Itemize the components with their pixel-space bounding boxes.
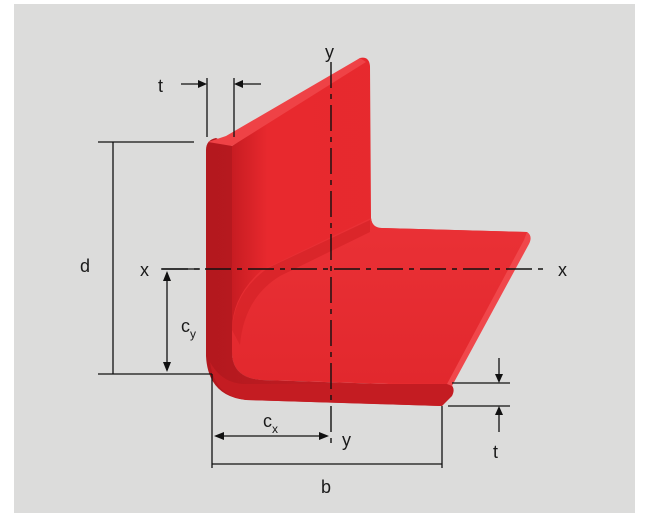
vertical-leg-edge bbox=[206, 138, 450, 406]
dimension-t-top bbox=[181, 78, 261, 137]
label-cx-sub: x bbox=[272, 422, 278, 436]
label-cx-main: c bbox=[263, 411, 272, 431]
label-x-right: x bbox=[558, 260, 567, 280]
label-cy-main: c bbox=[181, 316, 190, 336]
horizontal-leg-edge bbox=[210, 362, 454, 406]
angle-section-shape bbox=[206, 57, 531, 406]
inner-fillet bbox=[232, 220, 370, 345]
dimension-cx bbox=[211, 374, 329, 468]
dimension-cy bbox=[161, 268, 200, 372]
dimension-d bbox=[98, 141, 212, 375]
label-y-top: y bbox=[325, 42, 334, 62]
label-y-bottom: y bbox=[342, 430, 351, 450]
right-edge-highlight bbox=[447, 232, 531, 386]
top-edge-highlight bbox=[208, 58, 366, 146]
label-b: b bbox=[321, 477, 331, 497]
dimension-t-right bbox=[448, 358, 510, 432]
label-d: d bbox=[80, 256, 90, 276]
label-cy: cy bbox=[181, 316, 196, 341]
dimension-b bbox=[212, 406, 443, 468]
label-t-top: t bbox=[158, 76, 163, 96]
label-cy-sub: y bbox=[190, 327, 196, 341]
label-cx: cx bbox=[263, 411, 278, 436]
label-t-right: t bbox=[493, 442, 498, 462]
label-x-left: x bbox=[140, 260, 149, 280]
